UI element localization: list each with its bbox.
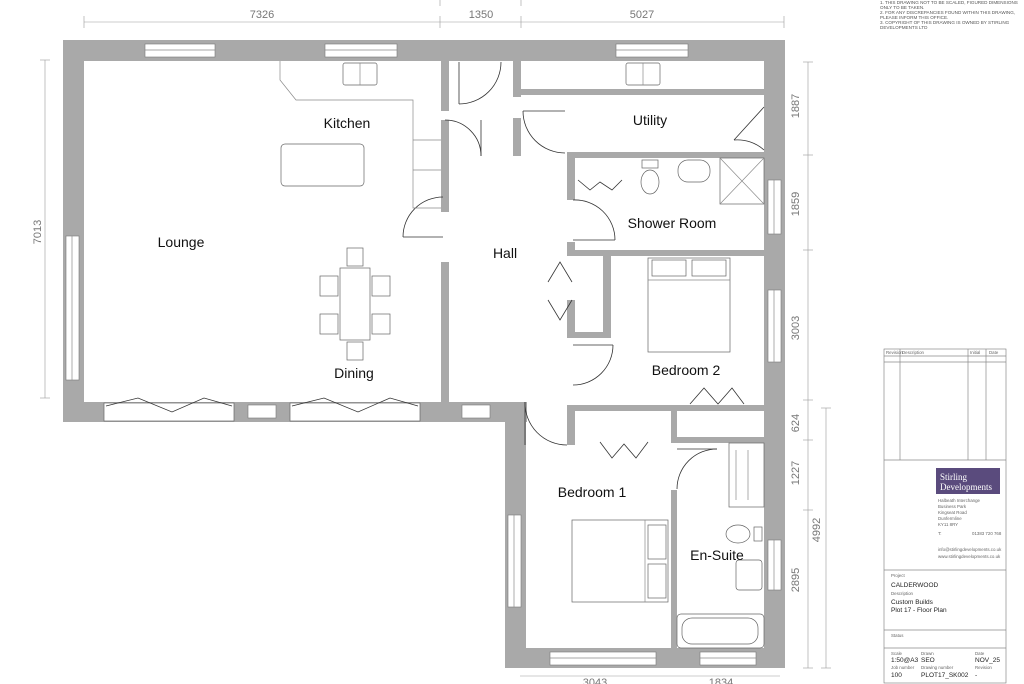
room-label-dining: Dining	[334, 365, 374, 381]
address-line-5: KY11 8RY	[938, 522, 958, 527]
shower-room-fittings	[577, 157, 765, 205]
note-line-2: ONLY TO BE TAKEN.	[880, 5, 924, 10]
note-line-1: 1. THIS DRAWING NOT TO BE SCALED, FIGURE…	[880, 0, 1018, 5]
rev-header-description: Description	[902, 350, 925, 355]
room-label-bedroom-1: Bedroom 1	[558, 484, 627, 500]
drawing-notes: 1. THIS DRAWING NOT TO BE SCALED, FIGURE…	[880, 0, 1018, 30]
utility-fittings	[625, 62, 661, 86]
status-label: Status	[891, 633, 904, 638]
dim-bottom-1: 3043	[583, 677, 607, 684]
windows	[65, 43, 782, 666]
doors	[402, 61, 765, 490]
room-label-en-suite: En-Suite	[690, 547, 744, 563]
dim-top-mid: 1350	[469, 9, 493, 21]
revision-value: -	[975, 672, 977, 679]
drawn-value: SEO	[921, 657, 935, 664]
date-value: NOV_25	[975, 657, 1000, 664]
address-line-3: Kingseat Road	[938, 510, 967, 515]
email: info@stirlingdevelopments.co.uk	[938, 547, 1002, 552]
note-line-3: 2. FOR ANY DISCREPANCIES FOUND WITHIN TH…	[880, 10, 1015, 15]
description-line-2: Plot 17 - Floor Plan	[891, 607, 947, 614]
address-line-4: Dunfermline	[938, 516, 962, 521]
scale-label: Scale	[891, 651, 903, 656]
dim-top-right: 5027	[630, 9, 654, 21]
dim-bottom-2: 1834	[709, 677, 733, 684]
dim-left: 7013	[32, 220, 44, 244]
room-label-kitchen: Kitchen	[324, 115, 371, 131]
dim-top-left: 7326	[250, 9, 274, 21]
room-labels: Kitchen Utility Lounge Hall Shower Room …	[158, 112, 744, 563]
drawing-value: PLOT17_SK002	[921, 672, 969, 679]
dim-right-4: 624	[790, 414, 802, 432]
dim-right-6: 2895	[790, 568, 802, 592]
drawn-label: Drawn	[921, 651, 934, 656]
dim-right-total: 4992	[811, 518, 823, 542]
job-label: Job number	[891, 665, 915, 670]
project-label: Project	[891, 573, 905, 578]
room-label-bedroom-2: Bedroom 2	[652, 362, 721, 378]
ensuite-fittings	[676, 524, 765, 649]
dim-right-2: 1859	[790, 192, 802, 216]
bedroom1-fittings	[571, 441, 765, 603]
room-label-utility: Utility	[633, 112, 667, 128]
logo-line-2: Developments	[940, 482, 992, 492]
room-label-hall: Hall	[493, 245, 517, 261]
kitchen-fittings	[279, 61, 441, 209]
dim-right-5: 1227	[790, 461, 802, 485]
address-line-1: Halbeath Interchange	[938, 498, 981, 503]
logo-line-1: Stirling	[940, 472, 968, 482]
note-line-6: DEVELOPMENTS LTD	[880, 25, 928, 30]
dining-table	[319, 247, 391, 361]
bifold-doors	[105, 397, 419, 413]
room-label-lounge: Lounge	[158, 234, 205, 250]
bedroom2-fittings	[547, 257, 745, 405]
rev-header-date: Date	[989, 350, 999, 355]
rev-header-initial: Initial	[970, 350, 980, 355]
dimension-labels: 7326 1350 5027 7013 1887 1859 3003 624 1…	[32, 9, 823, 684]
job-value: 100	[891, 672, 902, 679]
project-name: CALDERWOOD	[891, 582, 938, 589]
tel-number: 01383 720 768	[972, 531, 1002, 536]
date-label: Date	[975, 651, 985, 656]
description-label: Description	[891, 591, 914, 596]
scale-value: 1:50@A3	[891, 657, 919, 664]
revision-label: Revision	[975, 665, 992, 670]
room-label-shower-room: Shower Room	[628, 215, 717, 231]
note-line-5: 3. COPYRIGHT OF THIS DRAWING IS OWNED BY…	[880, 20, 1010, 25]
description-line-1: Custom Builds	[891, 599, 934, 606]
website: www.stirlingdevelopments.co.uk	[938, 554, 1001, 559]
title-block: Revision Description Initial Date Stirli…	[883, 348, 1007, 684]
company-logo	[936, 468, 1000, 494]
tel-label: T:	[938, 531, 941, 536]
internal-walls	[441, 61, 764, 648]
drawing-label: Drawing number	[921, 665, 954, 670]
note-line-4: PLEASE INFORM THIS OFFICE.	[880, 15, 948, 20]
rev-header-revision: Revision	[886, 350, 903, 355]
dim-right-1: 1887	[790, 94, 802, 118]
dim-right-3: 3003	[790, 316, 802, 340]
dimension-lines	[40, 0, 831, 677]
address-line-2: Business Park	[938, 504, 967, 509]
